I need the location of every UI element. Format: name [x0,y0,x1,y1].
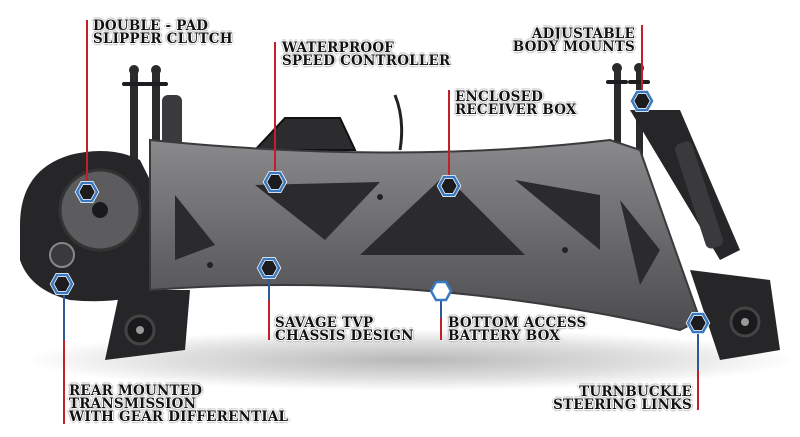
callout-line: WATERPROOF [282,40,395,56]
callout-line: SPEED CONTROLLER [282,53,451,69]
hexagon-marker-icon[interactable] [436,175,462,197]
callout-line: WITH GEAR DIFFERENTIAL [69,409,289,425]
callout-line: CHASSIS DESIGN [275,328,414,344]
hexagon-marker-icon[interactable] [74,181,100,203]
callout-line: SAVAGE TVP [275,315,374,331]
callout-line: BOTTOM ACCESS [448,315,587,331]
callout-line: TURNBUCKLE [579,384,692,400]
callout-lines [63,20,699,424]
callout-line: TRANSMISSION [69,396,197,412]
callout-transmission: REAR MOUNTED TRANSMISSION WITH GEAR DIFF… [69,383,289,425]
hexagon-marker-icon[interactable] [629,90,655,112]
front-suspension [630,110,780,360]
rear-hub [105,290,190,360]
callout-steering-links: TURNBUCKLE STEERING LINKS [553,384,692,413]
callout-line: DOUBLE - PAD [93,18,209,34]
callout-battery-box: BOTTOM ACCESS BATTERY BOX [448,315,587,344]
hexagon-marker-icon[interactable] [429,280,453,302]
callout-slipper-clutch: DOUBLE - PAD SLIPPER CLUTCH [93,18,233,47]
callout-line: ADJUSTABLE [531,26,635,42]
callout-line: RECEIVER BOX [455,102,577,118]
callout-speed-controller: WATERPROOF SPEED CONTROLLER [282,40,451,69]
hexagon-marker-icon[interactable] [49,273,75,295]
hexagon-marker-icon[interactable] [256,257,282,279]
hex-markers [49,90,711,334]
callout-body-mounts: ADJUSTABLE BODY MOUNTS [512,26,635,55]
callout-line: STEERING LINKS [553,397,692,413]
chassis-plate [149,138,702,332]
callout-line: ENCLOSED [455,89,543,105]
hexagon-marker-icon[interactable] [685,312,711,334]
transmission-case [20,151,160,302]
hexagon-marker-icon[interactable] [262,171,288,193]
rear-body-mounts [122,65,168,190]
callout-line: SLIPPER CLUTCH [93,31,233,47]
callout-line: BATTERY BOX [448,328,561,344]
callout-receiver-box: ENCLOSED RECEIVER BOX [455,89,577,118]
callout-line: BODY MOUNTS [512,39,635,55]
callout-line: REAR MOUNTED [69,383,203,399]
callout-chassis-design: SAVAGE TVP CHASSIS DESIGN [275,315,414,344]
